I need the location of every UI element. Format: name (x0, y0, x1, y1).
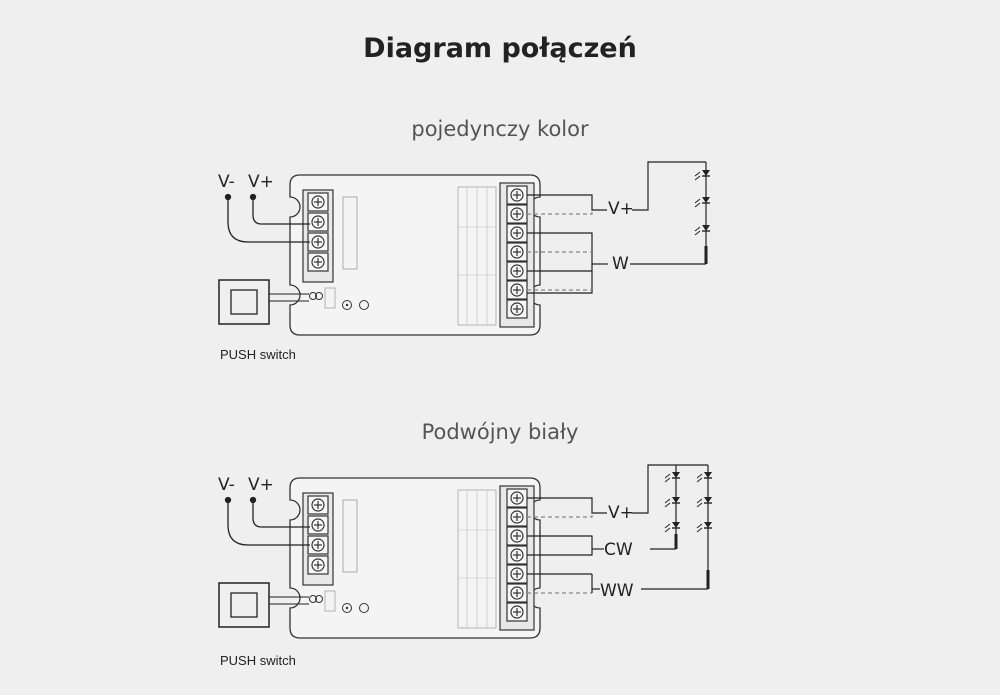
s1-out-vplus-label: V+ (608, 199, 634, 219)
s1-vplus-label: V+ (248, 172, 274, 192)
section-1-subtitle: pojedynczy kolor (411, 117, 589, 141)
s1-vminus-label: V- (218, 172, 235, 192)
s1-input-wires (224, 193, 310, 243)
s2-vminus-label: V- (218, 475, 235, 495)
page-title: Diagram połączeń (363, 33, 637, 64)
controller-single-color (219, 175, 540, 335)
s2-led-strip-cw (664, 465, 681, 549)
s2-output-wires (527, 464, 708, 594)
s1-output-wires (527, 161, 706, 294)
s1-out-w-label: W (612, 254, 629, 274)
controller-dual-white (219, 478, 540, 638)
s1-push-switch-label: PUSH switch (220, 347, 296, 362)
s2-vplus-label: V+ (248, 475, 274, 495)
s2-out-ww-label: WW (600, 581, 634, 601)
s2-push-switch-label: PUSH switch (220, 653, 296, 668)
s2-out-vplus-label: V+ (608, 503, 634, 523)
s2-led-strip-ww (696, 465, 713, 589)
s1-led-strip (694, 162, 711, 264)
section-2-subtitle: Podwójny biały (421, 420, 579, 444)
s2-input-wires (224, 496, 310, 546)
s2-out-cw-label: CW (604, 540, 633, 560)
